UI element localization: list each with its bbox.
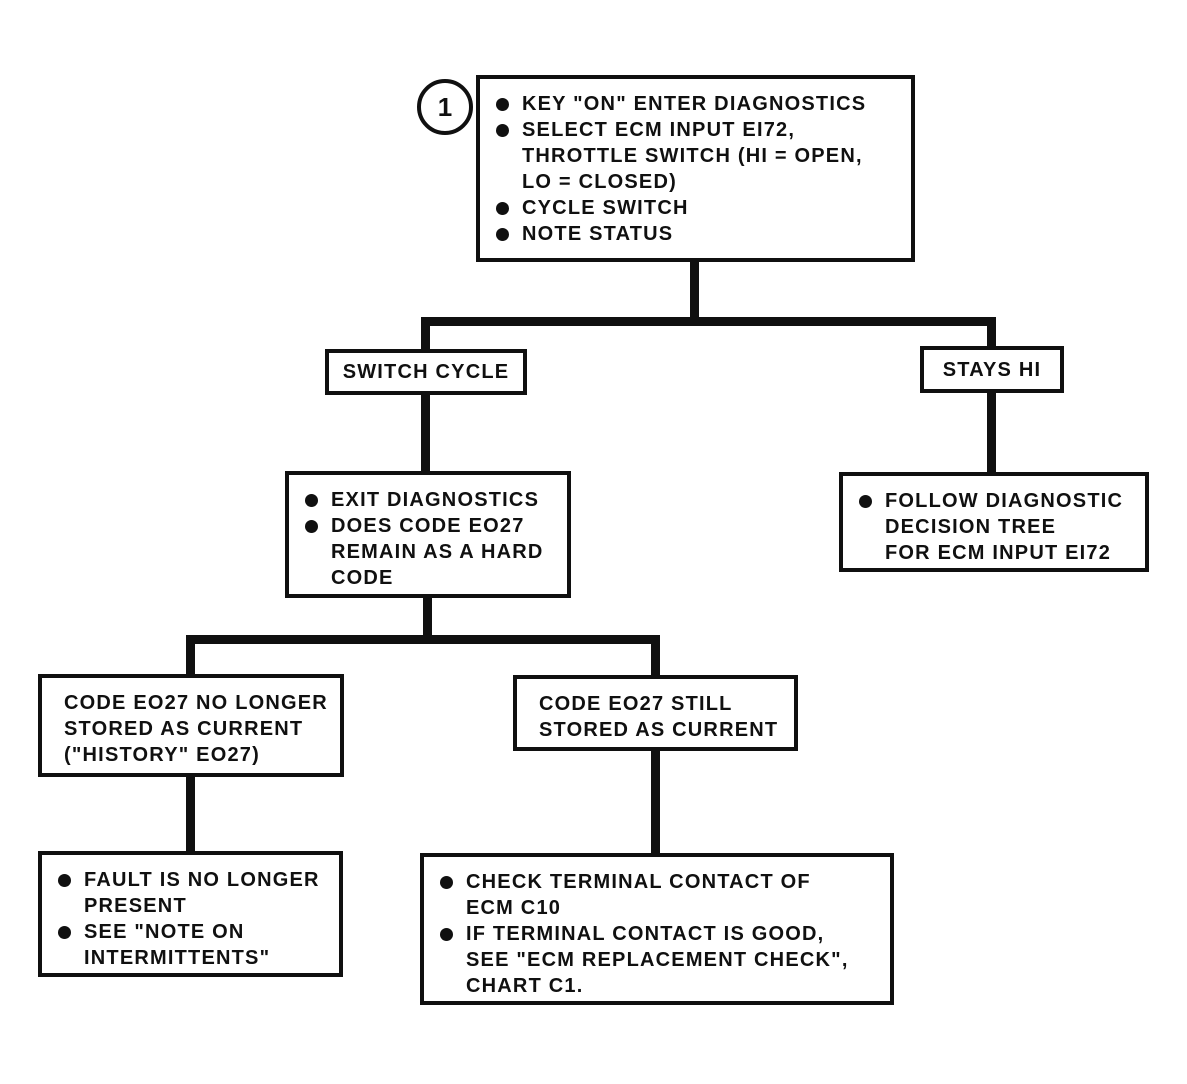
code-current-text: CODE EO27 STILL STORED AS CURRENT [539,693,779,741]
list-item: FOLLOW DIAGNOSTIC DECISION TREE FOR ECM … [859,488,1131,566]
node-stays-hi: STAYS HI [920,346,1064,393]
node-follow-tree: FOLLOW DIAGNOSTIC DECISION TREE FOR ECM … [839,472,1149,572]
bullet-icon [440,928,453,941]
bullet-icon [305,520,318,533]
step-number-badge: 1 [417,79,473,135]
list-item: SELECT ECM INPUT EI72, THROTTLE SWITCH (… [496,117,897,195]
start-item-text: KEY "ON" ENTER DIAGNOSTICS [522,93,867,115]
bullet-icon [305,494,318,507]
node-start: KEY "ON" ENTER DIAGNOSTICS SELECT ECM IN… [476,75,915,262]
list-item: CHECK TERMINAL CONTACT OF ECM C10 [440,869,876,921]
list-item: EXIT DIAGNOSTICS [305,487,553,513]
node-switch-cycle: SWITCH CYCLE [325,349,527,395]
bullet-icon [440,876,453,889]
list-item: IF TERMINAL CONTACT IS GOOD, SEE "ECM RE… [440,921,876,999]
list-item: FAULT IS NO LONGER PRESENT [58,867,325,919]
check-item-text: CHECK TERMINAL CONTACT OF ECM C10 [466,871,811,919]
bullet-icon [496,98,509,111]
bullet-icon [496,202,509,215]
bullet-icon [859,495,872,508]
code-history-text: CODE EO27 NO LONGER STORED AS CURRENT ("… [64,692,328,766]
list-item: DOES CODE EO27 REMAIN AS A HARD CODE [305,513,553,591]
follow-item-text: FOLLOW DIAGNOSTIC DECISION TREE FOR ECM … [885,490,1124,564]
edge-to-switch-cycle [421,317,430,351]
fault-item-text: FAULT IS NO LONGER PRESENT [84,869,320,917]
bullet-icon [496,228,509,241]
edge-history-down [186,775,195,853]
edge-stays-hi-down [987,391,996,474]
edge-switch-cycle-down [421,393,430,473]
bullet-icon [58,926,71,939]
check-item-text: IF TERMINAL CONTACT IS GOOD, SEE "ECM RE… [466,923,849,997]
exit-item-text: DOES CODE EO27 REMAIN AS A HARD CODE [331,515,544,589]
edge-to-stays-hi [987,317,996,348]
branch-label: STAYS HI [942,358,1042,381]
list-item: CYCLE SWITCH [496,195,897,221]
node-code-history: CODE EO27 NO LONGER STORED AS CURRENT ("… [38,674,344,777]
edge-current-down [651,749,660,855]
start-item-text: NOTE STATUS [522,223,674,245]
fault-item-text: SEE "NOTE ON INTERMITTENTS" [84,921,271,969]
node-code-current: CODE EO27 STILL STORED AS CURRENT [513,675,798,751]
node-check-terminal: CHECK TERMINAL CONTACT OF ECM C10 IF TER… [420,853,894,1005]
edge-to-code-current [651,635,660,677]
bullet-icon [58,874,71,887]
start-item-text: SELECT ECM INPUT EI72, THROTTLE SWITCH (… [522,119,863,193]
step-number: 1 [437,91,453,122]
edge-to-code-history [186,635,195,676]
exit-item-text: EXIT DIAGNOSTICS [331,489,540,511]
list-item: NOTE STATUS [496,221,897,247]
node-fault-gone: FAULT IS NO LONGER PRESENT SEE "NOTE ON … [38,851,343,977]
start-item-text: CYCLE SWITCH [522,197,689,219]
node-exit-diagnostics: EXIT DIAGNOSTICS DOES CODE EO27 REMAIN A… [285,471,571,598]
list-item: KEY "ON" ENTER DIAGNOSTICS [496,91,897,117]
edge-exit-down [423,596,432,637]
branch-label: SWITCH CYCLE [342,361,510,383]
edge-top-split-bar [421,317,996,326]
list-item: SEE "NOTE ON INTERMITTENTS" [58,919,325,971]
edge-start-down [690,259,699,320]
edge-lower-split-bar [186,635,660,644]
bullet-icon [496,124,509,137]
